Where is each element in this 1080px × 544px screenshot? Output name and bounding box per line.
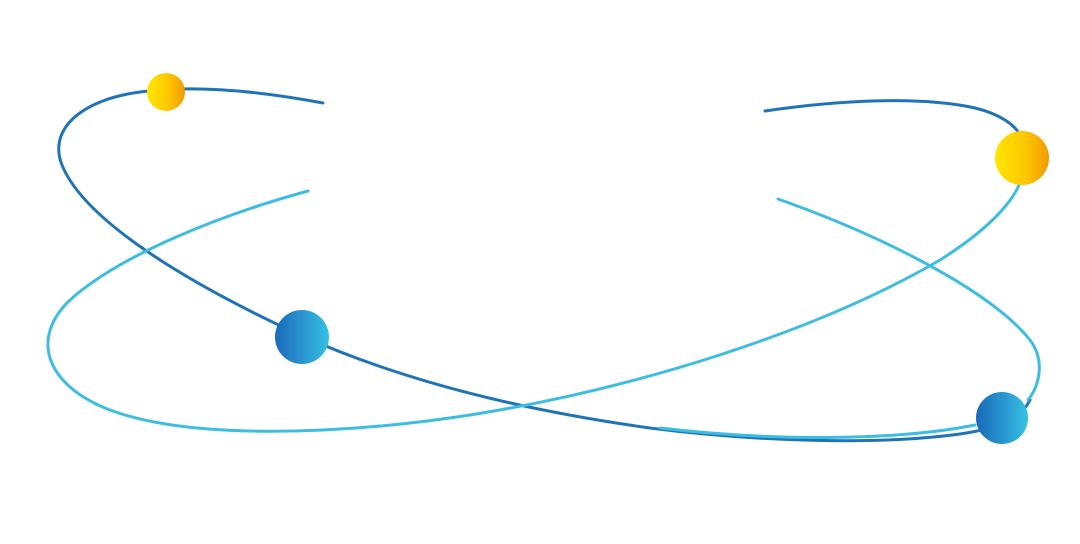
orbit-dark-path bbox=[57, 87, 1032, 443]
orbit-light-bottom bbox=[658, 423, 977, 439]
blue-sphere-left bbox=[275, 310, 329, 364]
orbit-dark-top-right bbox=[763, 99, 1022, 137]
orbit-light-path bbox=[46, 156, 1025, 433]
orbit-light-right bbox=[776, 197, 1041, 402]
yellow-sphere-large bbox=[995, 131, 1049, 185]
blue-sphere-right bbox=[976, 392, 1028, 444]
yellow-sphere-small bbox=[147, 73, 185, 111]
